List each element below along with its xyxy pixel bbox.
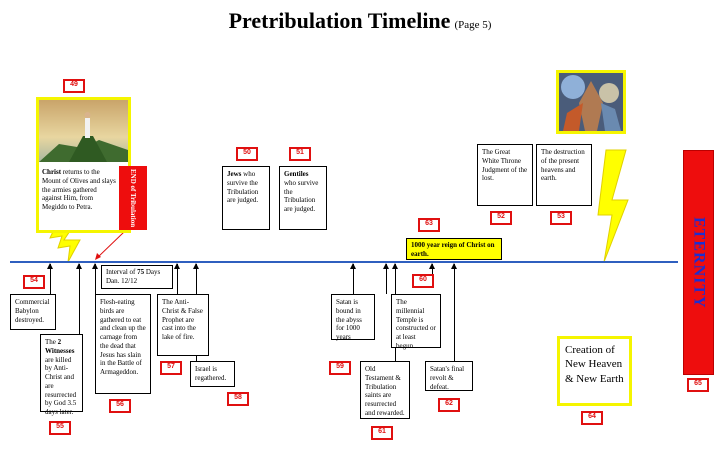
eternity-label: ETERNITY [690,216,708,309]
end-tribulation-arrowhead [95,253,101,260]
end-tribulation-arrow [96,231,125,259]
marker-52: 52 [490,211,512,225]
christ-mount-icon [39,100,128,162]
marker-62: 62 [438,398,460,412]
ot-saints-box: Old Testament & Tribulation saints are r… [360,361,410,419]
gentiles-bold: Gentiles [284,170,309,178]
marker-58: 58 [227,392,249,406]
satan-bound-box: Satan is bound in the abyss for 1000 yea… [331,294,375,341]
marker-60: 60 [412,274,434,288]
marker-56: 56 [109,399,131,413]
israel-regathered-box: Israel is regathered. [190,361,235,387]
end-of-tribulation-label: END of Tribulation [129,168,137,228]
leader-63 [429,263,435,274]
christ-mount-image [39,100,128,162]
judgment-throne-icon [559,73,623,131]
marker-57: 57 [160,361,182,375]
marker-55: 55 [49,421,71,435]
marker-65: 65 [687,378,709,392]
gentiles-judged-box: Gentiles who survive the Tribulation are… [279,166,327,230]
marker-49: 49 [63,79,85,93]
marker-54: 54 [23,275,45,289]
millennial-temple-box: The millennial Temple is constructed or … [391,294,441,350]
interval-days: 75 [137,268,145,276]
judgment-image [559,73,623,131]
eternity-bar: ETERNITY [683,150,714,375]
gentiles-rest: who survive the Tribulation are judged. [284,178,319,213]
destruction-box: The destruction of the present heavens a… [536,144,592,206]
commercial-babylon-box: Commercial Babylon destroyed. [10,294,56,330]
witnesses-pre: The [45,338,58,346]
witnesses-post: are killed by Anti-Christ and are resurr… [45,355,77,417]
christ-returns-text: Christ returns to the Mount of Olives an… [40,166,118,230]
title-main: Pretribulation Timeline [228,8,451,33]
two-witnesses-box: The 2 Witnesses are killed by Anti-Chris… [40,334,83,416]
jews-judged-box: Jews who survive the Tribulation are jud… [222,166,270,230]
interval-line2: Dan. 12/12 [106,276,138,285]
marker-53: 53 [550,211,572,225]
leader-56 [92,263,98,294]
leader-60 [383,263,389,294]
christ-returns-rest: returns to the Mount of Olives and slays… [42,168,116,211]
interval-pre: Interval of [106,268,138,276]
title-sub: (Page 5) [454,19,492,31]
lightning-bolt-right-icon [597,149,629,263]
great-white-throne-box: The Great White Throne Judgment of the l… [477,144,533,206]
interval-box: Interval of 75 Days Dan. 12/12 [101,265,173,289]
leader-55 [76,263,82,334]
leader-54 [47,263,53,294]
marker-63: 63 [418,218,440,232]
flesh-eating-birds-box: Flesh-eating birds are gathered to eat a… [95,294,151,394]
marker-51: 51 [289,147,311,161]
creation-new-heaven-box: Creation of New Heaven & New Earth [557,336,632,406]
leader-57 [174,263,180,294]
marker-61: 61 [371,426,393,440]
millennial-reign-box: 1000 year reign of Christ on earth. [406,238,502,260]
jews-rest: who survive the Tribulation are judged. [227,170,259,205]
jews-bold: Jews [227,170,242,178]
timeline-axis [10,261,678,263]
witnesses-bold: 2 Witnesses [45,338,75,355]
antichrist-cast-box: The Anti-Christ & False Prophet are cast… [157,294,209,356]
interval-line1: Interval of 75 Days [106,268,168,277]
satan-revolt-box: Satan's final revolt & defeat. [425,361,473,391]
marker-64: 64 [581,411,603,425]
leader-62 [451,263,457,361]
leader-59 [350,263,356,294]
christ-returns-bold: Christ [42,168,62,176]
marker-50: 50 [236,147,258,161]
page-title: Pretribulation Timeline (Page 5) [0,8,720,34]
interval-post: Days [144,268,161,276]
end-of-tribulation-badge: END of Tribulation [119,166,147,230]
marker-59: 59 [329,361,351,375]
lightning-bolt-left-icon [49,224,81,263]
